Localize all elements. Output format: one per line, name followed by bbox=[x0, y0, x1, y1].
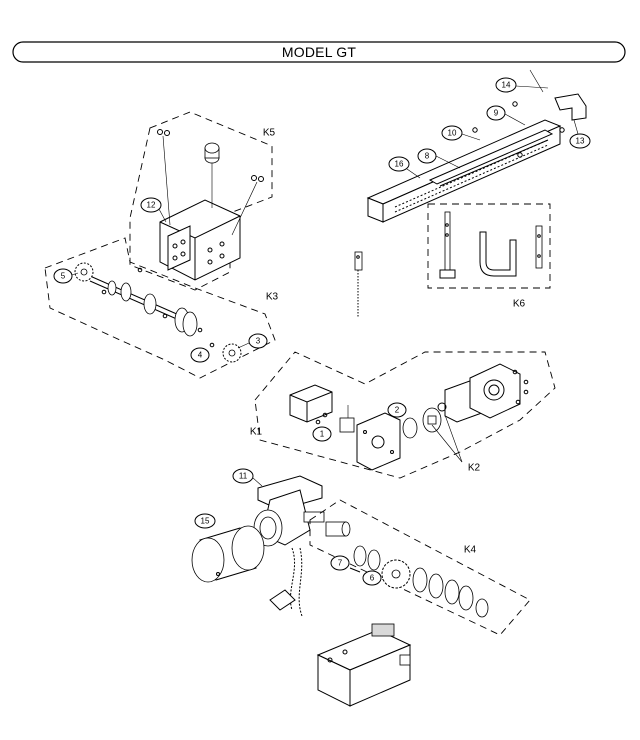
gear-stack-part bbox=[353, 545, 489, 618]
bolt-set-k5 bbox=[157, 129, 264, 236]
kit-label-k4: K4 bbox=[464, 545, 477, 556]
hardware-k3 bbox=[101, 267, 215, 348]
shaft-bushing-part bbox=[204, 142, 220, 208]
rail-bolts bbox=[472, 69, 565, 158]
gearbox-cover-part bbox=[469, 363, 529, 419]
limit-switch-part bbox=[315, 405, 355, 433]
input-shaft-part bbox=[325, 521, 351, 537]
svg-text:13: 13 bbox=[576, 137, 585, 146]
svg-text:14: 14 bbox=[502, 81, 511, 90]
j-arm-part bbox=[479, 231, 517, 277]
kit-label-k6: K6 bbox=[513, 299, 526, 310]
svg-text:5: 5 bbox=[61, 272, 66, 281]
kit-labels-layer: K1 K2 K3 K4 K5 K6 bbox=[250, 128, 526, 556]
model-title: MODEL GT bbox=[281, 44, 357, 60]
kit-k4-boundary bbox=[309, 499, 531, 636]
kit-k5-group bbox=[129, 111, 273, 291]
callout-7: 7 bbox=[330, 555, 350, 571]
svg-text:11: 11 bbox=[239, 472, 248, 481]
callout-16: 16 bbox=[388, 156, 421, 179]
svg-text:3: 3 bbox=[256, 337, 261, 346]
callout-9: 9 bbox=[486, 105, 526, 126]
svg-text:15: 15 bbox=[201, 517, 210, 526]
callout-15: 15 bbox=[194, 513, 216, 529]
svg-text:6: 6 bbox=[370, 574, 375, 583]
trolley-chain-part bbox=[354, 251, 363, 318]
svg-text:7: 7 bbox=[338, 559, 343, 568]
callout-4: 4 bbox=[190, 347, 210, 363]
cam-disc-part bbox=[402, 407, 442, 439]
callout-11: 11 bbox=[232, 468, 263, 487]
kit-k6-group bbox=[427, 203, 551, 289]
kit-label-k3: K3 bbox=[266, 292, 279, 303]
svg-text:12: 12 bbox=[147, 201, 156, 210]
svg-text:4: 4 bbox=[198, 351, 203, 360]
svg-text:9: 9 bbox=[494, 109, 499, 118]
svg-text:10: 10 bbox=[448, 129, 457, 138]
kit-label-k2: K2 bbox=[468, 463, 481, 474]
gearbox-housing-part bbox=[253, 475, 325, 547]
callout-12: 12 bbox=[140, 197, 167, 223]
svg-text:2: 2 bbox=[395, 406, 400, 415]
callout-10: 10 bbox=[441, 125, 481, 141]
svg-text:8: 8 bbox=[425, 152, 430, 161]
kit-k4-group bbox=[309, 499, 531, 636]
rail-assembly-group bbox=[366, 69, 587, 223]
callout-8: 8 bbox=[417, 148, 461, 169]
set-screw-part bbox=[349, 567, 361, 573]
callout-5: 5 bbox=[53, 268, 79, 284]
end-bracket-part bbox=[554, 93, 587, 121]
chain-rail-part bbox=[428, 129, 554, 187]
control-box-part bbox=[316, 623, 412, 707]
switch-bracket-part bbox=[289, 384, 333, 423]
model-banner: MODEL GT bbox=[12, 41, 626, 63]
kit-k1-k2-group bbox=[254, 351, 556, 479]
svg-text:16: 16 bbox=[395, 160, 404, 169]
straight-arm-part bbox=[535, 225, 543, 269]
kit-k1-k2-boundary bbox=[254, 351, 556, 479]
kit-k3-group bbox=[44, 237, 276, 379]
kit-label-k1: K1 bbox=[250, 427, 263, 438]
svg-text:1: 1 bbox=[320, 430, 325, 439]
kit-k3-boundary bbox=[44, 237, 276, 379]
callout-2: 2 bbox=[387, 402, 407, 418]
kit-k6-boundary bbox=[427, 203, 551, 289]
motor-plate-part bbox=[356, 412, 401, 471]
left-sprocket-part bbox=[74, 262, 94, 282]
callouts-layer: 1 2 3 4 5 6 7 8 9 10 11 12 13 14 15 16 bbox=[53, 77, 591, 586]
frame-bracket-part bbox=[159, 199, 241, 281]
drive-shaft-part bbox=[89, 275, 198, 337]
motor-part bbox=[191, 525, 303, 617]
trolley-arm-part bbox=[439, 211, 456, 279]
model-banner-frame bbox=[12, 41, 626, 63]
callout-1: 1 bbox=[312, 426, 332, 442]
right-sprocket-part bbox=[222, 343, 242, 363]
kit-label-k5: K5 bbox=[263, 128, 276, 139]
callout-6: 6 bbox=[362, 570, 382, 586]
callout-3: 3 bbox=[237, 333, 268, 349]
callout-13: 13 bbox=[569, 119, 591, 149]
callout-14: 14 bbox=[495, 77, 549, 93]
